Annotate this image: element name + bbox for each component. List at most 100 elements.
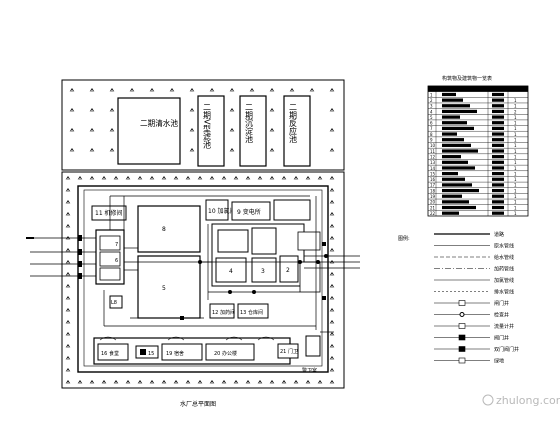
grass-tuft <box>189 88 195 93</box>
table-row-number: 9 <box>430 138 433 143</box>
legend-symbol-green <box>458 357 466 364</box>
table-count: 1 <box>514 138 517 143</box>
table-count: 1 <box>514 98 517 103</box>
b15-label: 15 <box>148 351 154 357</box>
grass-tuft <box>281 176 287 181</box>
b2-label: 2 <box>286 267 290 274</box>
table-count: 1 <box>514 171 517 176</box>
table-row-number: 22 <box>430 211 436 216</box>
table-spec-cell <box>492 160 504 164</box>
grass-tuft <box>109 148 115 153</box>
table-name-cell <box>442 104 470 108</box>
table-name-cell <box>442 92 456 97</box>
grass-tuft <box>229 128 235 133</box>
table-count: 1 <box>514 132 517 137</box>
grass-tuft <box>197 176 203 181</box>
table-name-cell <box>442 132 457 136</box>
grass-tuft <box>329 212 335 217</box>
grass-tuft <box>65 224 71 229</box>
table-spec-cell <box>492 188 504 193</box>
grass-tuft <box>209 380 215 385</box>
grass-tuft <box>89 380 95 385</box>
process-building-e <box>279 255 299 283</box>
grass-tuft <box>113 176 119 181</box>
grass-tuft <box>149 176 155 181</box>
b6-label: 6 <box>115 258 118 264</box>
tank-upper <box>137 205 201 253</box>
table-spec-cell <box>492 177 504 181</box>
grass-tuft <box>317 380 323 385</box>
table-row-number: 17 <box>430 183 436 188</box>
table-name-cell <box>442 188 479 193</box>
grass-tuft <box>329 236 335 241</box>
grass-tuft <box>65 272 71 277</box>
intake-chamber-3 <box>99 267 121 281</box>
table-row-number: 15 <box>430 171 436 176</box>
table-spec-cell <box>492 200 504 204</box>
canteen <box>97 343 129 361</box>
warehouse <box>237 303 269 319</box>
grass-tuft <box>69 88 75 93</box>
dosing-room <box>209 303 235 319</box>
table-name-cell <box>442 138 464 142</box>
b10-label: 10 加氯间 <box>208 207 236 215</box>
table-spec-cell <box>492 104 504 108</box>
grass-tuft <box>65 308 71 313</box>
grass-tuft <box>89 128 95 133</box>
grass-tuft <box>113 380 119 385</box>
grass-tuft <box>329 272 335 277</box>
legend-symbol-gate-valve <box>458 300 466 306</box>
grass-tuft <box>229 108 235 113</box>
process-building-a <box>217 229 249 253</box>
table-count: 1 <box>514 143 517 148</box>
grass-tuft <box>65 284 71 289</box>
table-name-cell <box>442 200 469 204</box>
valve-markers <box>78 235 328 320</box>
grass-tuft <box>329 308 335 313</box>
intake-chamber-1 <box>99 235 121 251</box>
legend-label-meter-well: 流量计井 <box>494 323 514 330</box>
grass-tuft <box>289 88 295 93</box>
grass-tuft <box>65 200 71 205</box>
pipelines <box>30 195 360 333</box>
table-name-cell <box>442 121 467 125</box>
table-count: 1 <box>514 115 517 120</box>
table-spec-cell <box>492 194 504 198</box>
machine-repair-room <box>91 205 127 221</box>
process-building-b <box>251 227 277 255</box>
sedimentation-label: 二期沉淀池 <box>245 103 254 143</box>
grass-tuft <box>77 380 83 385</box>
grass-tuft <box>65 368 71 373</box>
grass-tuft <box>305 176 311 181</box>
table-spec-cell <box>492 138 504 142</box>
grass-tuft <box>329 88 335 93</box>
grass-tuft <box>77 176 83 181</box>
table-row-number: 2 <box>430 98 433 103</box>
table-spec-cell <box>492 115 504 119</box>
b12-label: 12 加药间 <box>212 309 235 316</box>
b11-label: 11 机修间 <box>95 209 123 217</box>
grass-tuft <box>221 380 227 385</box>
grass-tuft <box>149 380 155 385</box>
grass-tuft <box>281 380 287 385</box>
grass-tuft <box>269 108 275 113</box>
table-spec-cell <box>492 205 504 210</box>
service-steps <box>99 336 275 341</box>
grass-tuft <box>229 88 235 93</box>
table-row-number: 12 <box>430 154 436 159</box>
table-count: 1 <box>514 188 517 193</box>
table-row-number: 11 <box>430 149 436 154</box>
grass-tuft <box>269 88 275 93</box>
grass-tuft <box>65 212 71 217</box>
grass-tuft <box>129 88 135 93</box>
grass-tuft <box>125 176 131 181</box>
grass-tuft <box>65 344 71 349</box>
table-row-number: 18 <box>430 188 436 193</box>
table-row-number: 5 <box>430 115 433 120</box>
treatment-cluster <box>211 223 305 287</box>
grass-tuft <box>293 380 299 385</box>
grass-tuft <box>101 380 107 385</box>
table-spec-cell <box>492 166 504 170</box>
grass-tuft <box>109 88 115 93</box>
